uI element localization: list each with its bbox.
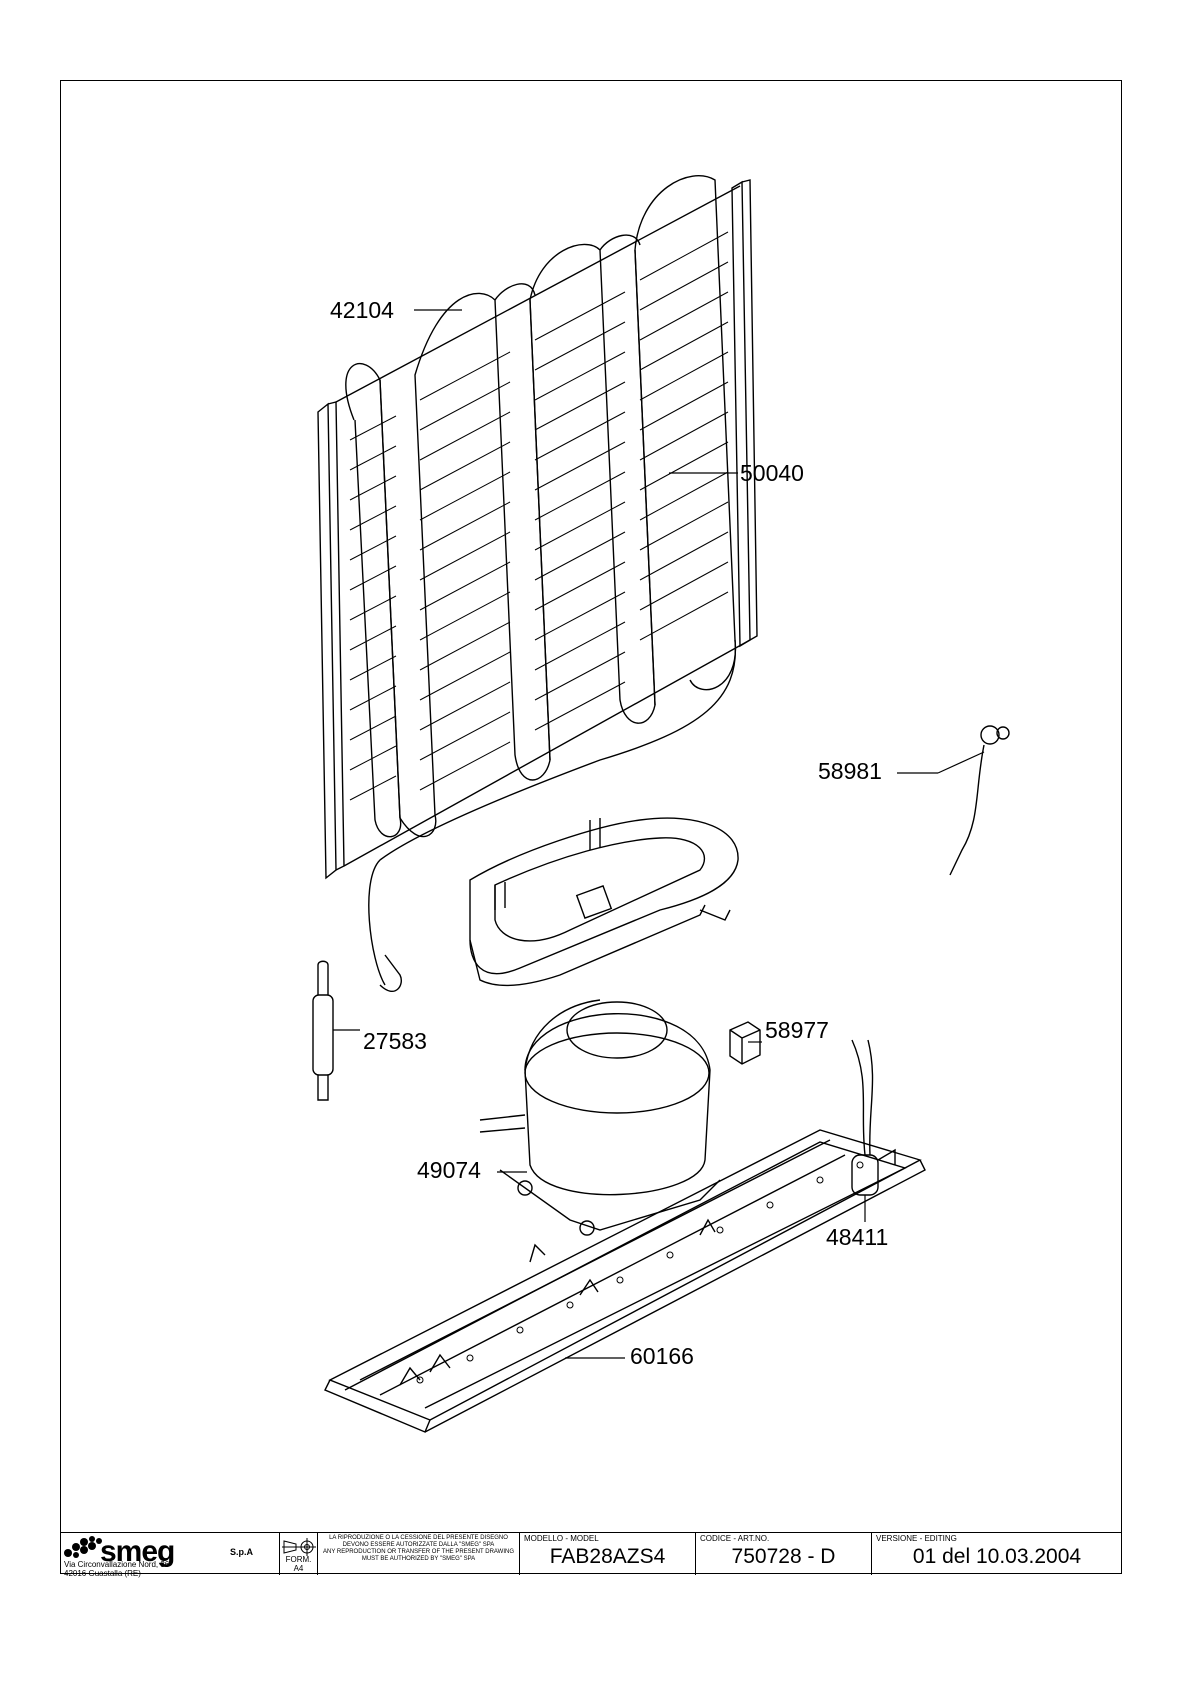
- model-cell: MODELLO - MODEL FAB28AZS4: [520, 1533, 696, 1575]
- projection-symbol-icon: [282, 1538, 316, 1556]
- title-block: smeg S.p.A Via Circonvallazione Nord, 36…: [60, 1532, 1122, 1578]
- smeg-logo-icon: [64, 1536, 102, 1558]
- overload-protector-48411: [851, 1039, 896, 1196]
- callout-60166: 60166: [630, 1343, 694, 1369]
- base-plate-60166: [324, 1129, 926, 1433]
- drawing-frame: [60, 80, 1122, 1574]
- callout-42104: 42104: [330, 297, 394, 323]
- version-value: 01 del 10.03.2004: [912, 1545, 1082, 1568]
- brand-suffix: S.p.A: [230, 1547, 254, 1557]
- brand-name: smeg: [100, 1535, 175, 1568]
- drip-tray-50040: [469, 817, 739, 987]
- code-value: 750728 - D: [731, 1545, 836, 1568]
- relay-58977: [729, 1021, 761, 1065]
- code-caption: CODICE - ART.NO.: [700, 1534, 770, 1543]
- notice-italian: LA RIPRODUZIONE O LA CESSIONE DEL PRESEN…: [329, 1535, 508, 1548]
- address-line-1: Via Circonvallazione Nord, 36: [64, 1560, 170, 1569]
- reproduction-notice: LA RIPRODUZIONE O LA CESSIONE DEL PRESEN…: [320, 1535, 517, 1563]
- thermostat-probe-58981: [949, 725, 1010, 876]
- company-address: Via Circonvallazione Nord, 36 42016 Guas…: [64, 1560, 169, 1578]
- callout-27583: 27583: [363, 1028, 427, 1054]
- code-cell: CODICE - ART.NO. 750728 - D: [696, 1533, 872, 1575]
- callout-49074: 49074: [417, 1157, 481, 1183]
- notice-cell: LA RIPRODUZIONE O LA CESSIONE DEL PRESEN…: [318, 1533, 520, 1575]
- leader-lines: [333, 309, 985, 1359]
- callout-58977: 58977: [765, 1017, 829, 1043]
- company-cell: smeg S.p.A Via Circonvallazione Nord, 36…: [60, 1533, 280, 1578]
- model-value: FAB28AZS4: [549, 1545, 666, 1568]
- compressor-49074: [479, 999, 721, 1236]
- form-size: FORM. A4: [285, 1555, 312, 1573]
- callout-58981: 58981: [818, 758, 882, 784]
- model-caption: MODELLO - MODEL: [524, 1534, 599, 1543]
- version-caption: VERSIONE - EDITING: [876, 1534, 957, 1543]
- address-line-2: 42016 Guastalla (RE): [64, 1569, 141, 1578]
- callout-48411: 48411: [826, 1224, 889, 1250]
- notice-english: ANY REPRODUCTION OR TRANSFER OF THE PRES…: [322, 1549, 515, 1562]
- callout-50040: 50040: [740, 460, 804, 486]
- filter-drier-27583: [312, 960, 334, 1101]
- version-cell: VERSIONE - EDITING 01 del 10.03.2004: [872, 1533, 1122, 1575]
- condenser-42104: [317, 175, 758, 992]
- projection-cell: FORM. A4: [280, 1533, 318, 1575]
